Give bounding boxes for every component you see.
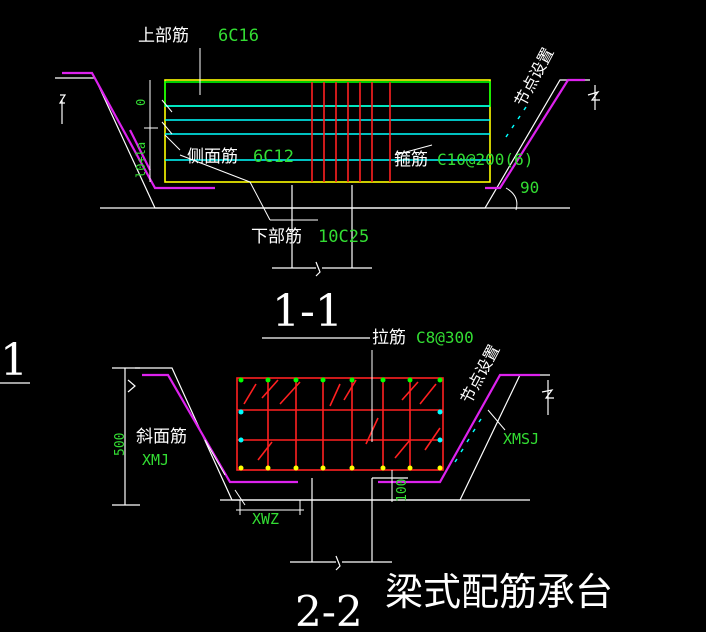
section-2-title: 2-2	[295, 587, 363, 632]
section-1-magenta-bars	[62, 71, 585, 190]
section-2-node-label: 节点设置	[457, 341, 504, 406]
section-2-leaders	[204, 350, 506, 515]
section-2-xwz: XWZ	[252, 510, 279, 528]
section-1-bottom-bar-label: 下部筋	[251, 227, 302, 247]
section-1-stirrups	[311, 82, 391, 182]
section-1-dim-zero: 0	[134, 99, 148, 106]
section-1-side-bar-label: 侧面筋	[187, 147, 238, 167]
section-1-title: 1-1	[272, 286, 343, 337]
section-2-magenta-bars	[142, 373, 540, 484]
section-2-cage-grid	[236, 377, 444, 471]
section-2-tie-label: 拉筋	[372, 328, 406, 348]
drawing-caption: 梁式配筋承台	[385, 570, 613, 614]
left-fragment: 1	[0, 335, 30, 386]
section-1-bottom-bar-spec: 10C25	[318, 227, 369, 247]
section-1-top-bar-spec: 6C16	[218, 26, 259, 46]
section-1-pit-outline	[55, 77, 600, 277]
section-2-xmsj: XMSJ	[503, 430, 539, 448]
section-2-bar-dots	[238, 377, 443, 471]
section-1-side-bar-spec: 6C12	[253, 147, 294, 167]
section-1-angle-label: 90	[520, 178, 539, 197]
section-1-stirrup-label: 箍筋	[394, 150, 428, 170]
section-1-1: 上部筋 6C16 侧面筋 6C12 箍筋 C10@200(6) 下部筋 10C2…	[55, 26, 600, 339]
section-1-yellow-cage	[164, 79, 491, 183]
section-1-cyan-bars	[165, 105, 490, 161]
section-2-tie-spec: C8@300	[416, 328, 474, 347]
section-1-dim-lad: l0+la	[134, 142, 148, 178]
section-2-node-ticks	[454, 418, 482, 463]
section-1-node-ticks	[505, 106, 527, 138]
section-2-slope-spec: XMJ	[142, 451, 169, 469]
section-1-dimensions	[144, 48, 518, 221]
section-1-stirrup-spec: C10@200(6)	[437, 150, 533, 169]
section-2-slope-label: 斜面筋	[136, 427, 187, 447]
section-1-top-bar-label: 上部筋	[138, 26, 189, 46]
section-1-node-label: 节点设置	[511, 44, 558, 109]
section-1-green-cage	[164, 81, 491, 107]
left-fragment-label: 1	[0, 335, 28, 386]
section-2-dim-100: 100	[395, 479, 410, 502]
section-1-labels: 上部筋 6C16 侧面筋 6C12 箍筋 C10@200(6) 下部筋 10C2…	[134, 26, 558, 339]
section-2-dim-500: 500	[113, 433, 128, 456]
